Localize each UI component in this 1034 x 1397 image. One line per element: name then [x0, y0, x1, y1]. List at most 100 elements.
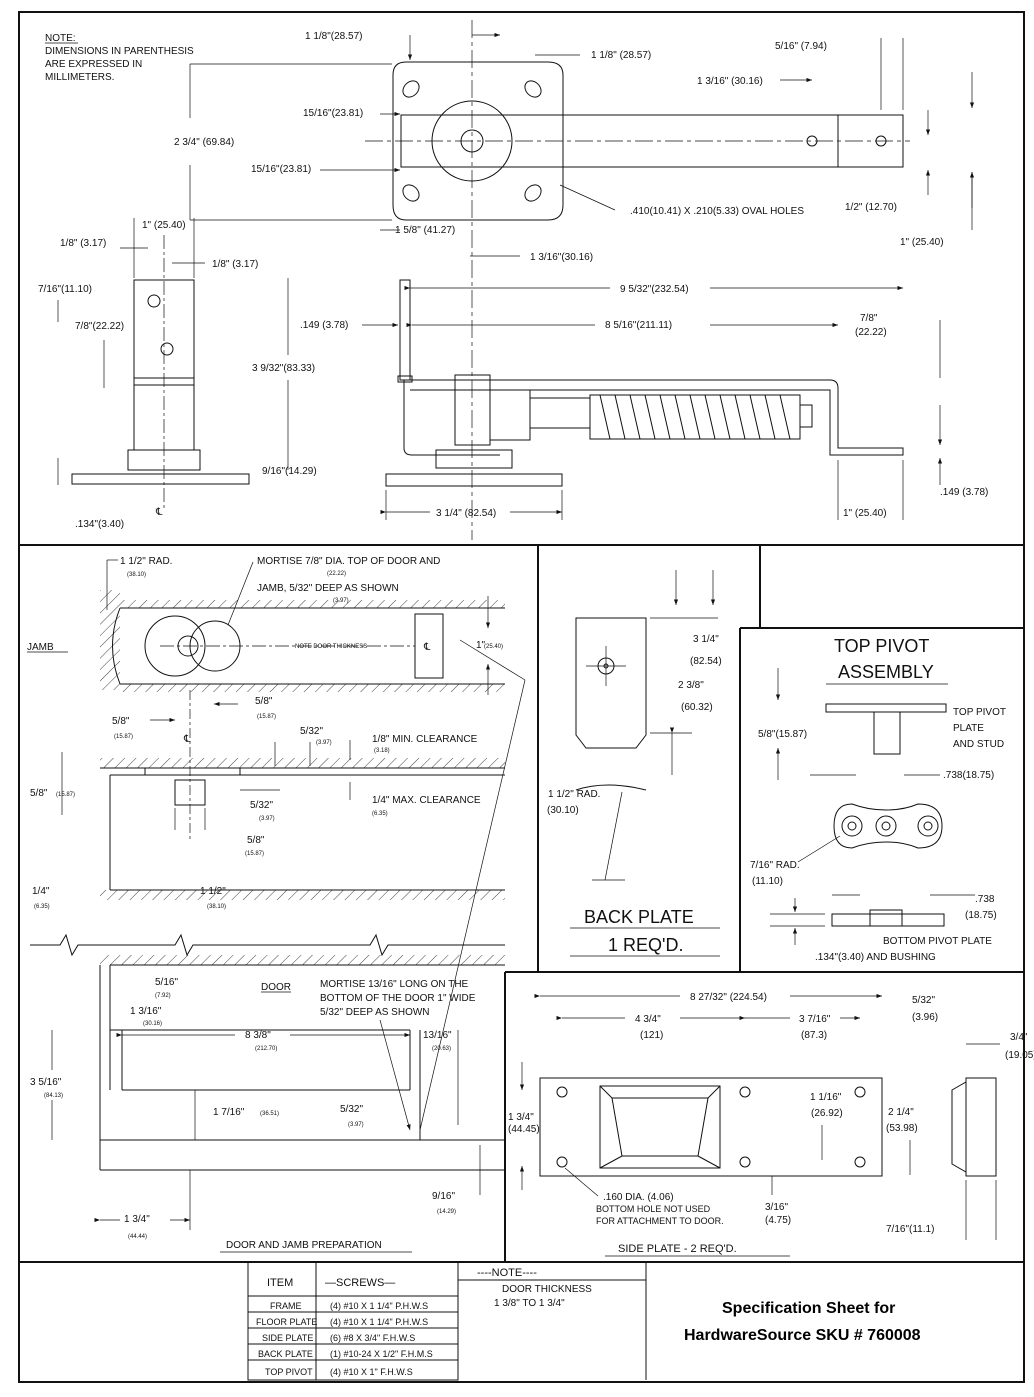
- oval-hole: [402, 184, 420, 202]
- svg-text:(82.54): (82.54): [690, 656, 722, 667]
- dim-end-4: 7/16"(11.10): [38, 284, 92, 295]
- sku-line-2: HardwareSource SKU # 760008: [684, 1327, 921, 1344]
- dim-end-2: 1/8" (3.17): [60, 238, 106, 249]
- svg-text:3/4": 3/4": [1010, 1032, 1028, 1043]
- svg-text:(18.75): (18.75): [965, 910, 997, 921]
- mortise-top-line2: JAMB, 5/32" DEEP AS SHOWN: [257, 583, 399, 594]
- dim-side-5: 3 9/32"(83.33): [252, 363, 315, 374]
- dim-side-8: 1" (25.40): [843, 508, 887, 519]
- mortise-bottom-line1: MORTISE 13/16" LONG ON THE: [320, 979, 469, 990]
- svg-text:(60.32): (60.32): [681, 702, 713, 713]
- svg-text:(20.63): (20.63): [432, 1046, 451, 1052]
- table-header-item: ITEM: [267, 1277, 293, 1289]
- table-note-line1: DOOR THICKNESS: [502, 1284, 592, 1295]
- dim-end-1: 1" (25.40): [142, 220, 186, 231]
- back-plate-caption-1: BACK PLATE: [584, 907, 694, 927]
- mortise-bottom-line2: BOTTOM OF THE DOOR 1" WIDE: [320, 993, 476, 1004]
- max-clearance: 1/4" MAX. CLEARANCE: [372, 795, 481, 806]
- dim-top-9: 1" (25.40): [900, 237, 944, 248]
- note-title: NOTE:: [45, 33, 76, 44]
- svg-text:BOTTOM HOLE NOT USED: BOTTOM HOLE NOT USED: [596, 1204, 711, 1214]
- svg-text:℄: ℄: [183, 734, 191, 745]
- oval-hole: [524, 184, 542, 202]
- dim-end-3: 1/8" (3.17): [212, 259, 258, 270]
- svg-text:(121): (121): [640, 1030, 663, 1041]
- svg-text:7/16" RAD.: 7/16" RAD.: [750, 860, 800, 871]
- svg-text:9/16": 9/16": [432, 1191, 455, 1202]
- svg-text:(87.3): (87.3): [801, 1030, 827, 1041]
- svg-text:(3.96): (3.96): [912, 1012, 938, 1023]
- side-plate-caption: SIDE PLATE - 2 REQ'D.: [618, 1243, 737, 1255]
- svg-text:5/8"(15.87): 5/8"(15.87): [758, 729, 807, 740]
- svg-text:7/16"(11.1): 7/16"(11.1): [886, 1224, 934, 1235]
- dim-top-1: 1 1/8"(28.57): [305, 31, 362, 42]
- oval-hole: [524, 80, 542, 98]
- oval-hole: [402, 80, 420, 98]
- svg-text:1 7/16": 1 7/16": [213, 1107, 245, 1118]
- svg-text:(15.87): (15.87): [245, 851, 264, 857]
- svg-text:8 27/32" (224.54): 8 27/32" (224.54): [690, 992, 767, 1003]
- svg-text:(6.35): (6.35): [372, 811, 388, 817]
- top-pivot-title-2: ASSEMBLY: [838, 662, 934, 682]
- svg-text:5/8": 5/8": [247, 835, 265, 846]
- dim-top-2: 1 1/8" (28.57): [591, 50, 651, 61]
- row-item: FRAME: [270, 1301, 302, 1311]
- dim-top-6: 15/16"(23.81): [251, 164, 311, 175]
- side-plate-rect: [539, 1077, 883, 1177]
- svg-text:(53.98): (53.98): [886, 1123, 918, 1134]
- svg-text:(30.10): (30.10): [547, 805, 579, 816]
- bottom-pivot-plate-side: [831, 913, 945, 927]
- svg-text:(3.97): (3.97): [316, 740, 332, 746]
- svg-text:1/4": 1/4": [32, 886, 50, 897]
- svg-text:(4.75): (4.75): [765, 1215, 791, 1226]
- dim-side-2: .149 (3.78): [300, 320, 348, 331]
- dim-side-4: 7/8": [860, 313, 878, 324]
- row-item: TOP PIVOT: [265, 1367, 313, 1377]
- top-view: 1 1/8"(28.57) 1 1/8" (28.57) 5/16" (7.94…: [174, 20, 975, 540]
- svg-text:(11.10): (11.10): [752, 876, 783, 887]
- svg-text:(38.10): (38.10): [207, 904, 226, 910]
- row-screws: (6) #8 X 3/4" F.H.W.S: [330, 1333, 415, 1343]
- door-jamb-caption: DOOR AND JAMB PREPARATION: [226, 1240, 382, 1251]
- dim-1in: 1": [476, 640, 486, 651]
- svg-text:2 3/8": 2 3/8": [678, 680, 704, 691]
- svg-text:(44.45): (44.45): [508, 1124, 540, 1135]
- svg-text:.160 DIA. (4.06): .160 DIA. (4.06): [603, 1192, 674, 1203]
- back-plate-curve: [575, 784, 647, 791]
- svg-text:FOR ATTACHMENT TO DOOR.: FOR ATTACHMENT TO DOOR.: [596, 1216, 724, 1226]
- svg-text:.738: .738: [975, 894, 995, 905]
- svg-text:AND STUD: AND STUD: [953, 739, 1004, 750]
- dim-top-3: 5/16" (7.94): [775, 41, 827, 52]
- svg-text:(7.92): (7.92): [155, 993, 171, 999]
- svg-text:2 1/4": 2 1/4": [888, 1107, 914, 1118]
- svg-text:(84.13): (84.13): [44, 1093, 63, 1099]
- top-pivot-stud: [873, 711, 901, 755]
- dim-top-7: 2 3/4" (69.84): [174, 137, 234, 148]
- side-plate-stub: [399, 279, 411, 381]
- screws-table: ITEM —SCREWS— FRAME (4) #10 X 1 1/4" P.H…: [247, 1261, 647, 1381]
- frame-plate: [392, 61, 564, 221]
- note-door-thickness: NOTE DOOR THICKNESS: [295, 644, 367, 650]
- rad-label: 1 1/2" RAD.: [120, 556, 172, 567]
- table-note-line2: 1 3/8" TO 1 3/4": [494, 1298, 565, 1309]
- svg-text:(19.05): (19.05): [1005, 1050, 1034, 1061]
- note-block: NOTE: DIMENSIONS IN PARENTHESIS ARE EXPR…: [45, 33, 194, 83]
- svg-text:1 1/2" RAD.: 1 1/2" RAD.: [548, 789, 600, 800]
- svg-text:(38.10): (38.10): [127, 572, 146, 578]
- mortise-bottom-line3: 5/32" DEEP AS SHOWN: [320, 1007, 430, 1018]
- side-plate: 8 27/32" (224.54) 5/32" (3.96) 4 3/4" (1…: [508, 992, 1034, 1257]
- svg-text:(26.92): (26.92): [811, 1108, 843, 1119]
- floor-plate-end: [71, 473, 250, 485]
- svg-text:(15.87): (15.87): [114, 734, 133, 740]
- svg-text:PLATE: PLATE: [953, 723, 984, 734]
- svg-text:4 3/4": 4 3/4": [635, 1014, 661, 1025]
- svg-text:3 7/16": 3 7/16": [799, 1014, 831, 1025]
- note-line-1: DIMENSIONS IN PARENTHESIS: [45, 46, 194, 57]
- svg-text:5/8": 5/8": [30, 788, 48, 799]
- jamb-label: JAMB: [27, 642, 54, 653]
- svg-text:℄: ℄: [423, 642, 431, 653]
- svg-text:BOTTOM PIVOT PLATE: BOTTOM PIVOT PLATE: [883, 936, 992, 947]
- svg-text:1 3/4": 1 3/4": [124, 1214, 150, 1225]
- svg-text:(25.40): (25.40): [484, 644, 503, 650]
